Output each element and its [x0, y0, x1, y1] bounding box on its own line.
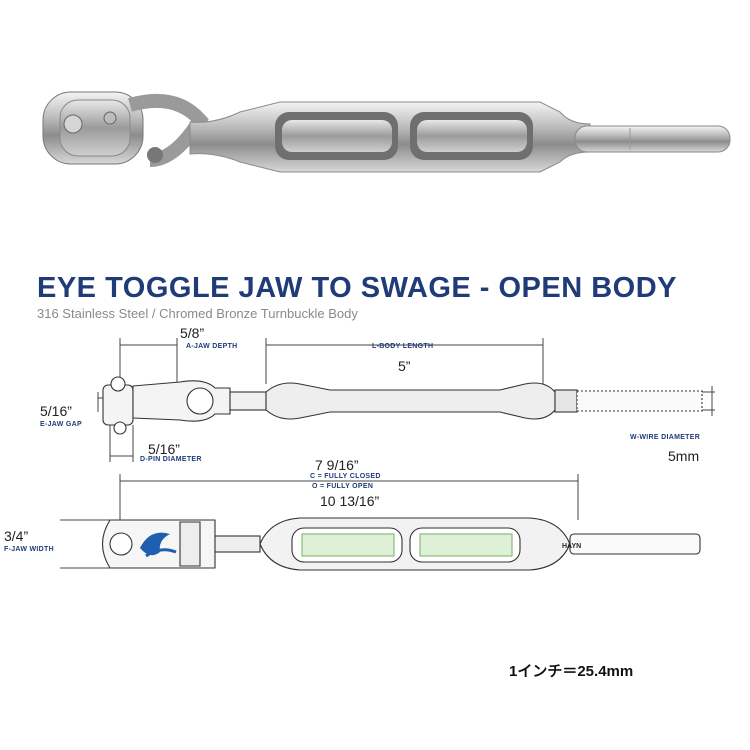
drawing-side-view [102, 376, 703, 435]
product-photo [42, 91, 731, 173]
dim-e-jaw-gap-label: E-JAW GAP [40, 421, 82, 428]
dim-f-jaw-width-label: F-JAW WIDTH [4, 546, 54, 553]
brand-mark: HAYN [562, 543, 581, 550]
dim-d-pin-diameter-value: 5/16” [148, 441, 180, 457]
dim-e-jaw-gap-value: 5/16” [40, 403, 72, 419]
dim-a-jaw-depth-value: 5/8” [180, 325, 205, 341]
dim-l-body-length-value: 5” [398, 358, 411, 374]
dim-fully-open-label: O = FULLY OPEN [312, 483, 374, 490]
dim-line-f-jaw-width [60, 519, 110, 569]
photo-toggle-jaw [42, 91, 209, 167]
page-title: EYE TOGGLE JAW TO SWAGE - OPEN BODY [37, 272, 678, 304]
dim-fully-closed-label: C = FULLY CLOSED [310, 473, 381, 480]
dim-line-l-body-length [265, 338, 544, 384]
drawing-top-view [101, 517, 701, 571]
photo-swage-stud [574, 125, 731, 153]
dim-f-jaw-width-value: 3/4” [4, 528, 29, 544]
photo-turnbuckle-body [189, 101, 591, 173]
dim-d-pin-diameter-label: D-PIN DIAMETER [140, 456, 202, 463]
dim-line-a-jaw-depth [119, 338, 178, 384]
dim-fully-open-value: 10 13/16” [320, 493, 380, 509]
dim-line-w-wire-diameter [702, 386, 715, 416]
conversion-note: 1インチ＝25.4mm [509, 663, 634, 680]
dim-l-body-length-label: L-BODY LENGTH [372, 343, 434, 350]
dim-line-fully-closed-open [119, 474, 579, 520]
dim-fully-closed-value: 7 9/16” [315, 457, 359, 473]
dim-line-d-pin-diameter [109, 425, 134, 462]
wave-logo [140, 532, 177, 558]
dim-a-jaw-depth-label: A-JAW DEPTH [186, 343, 238, 350]
dim-w-wire-diameter-value: 5mm [668, 448, 700, 464]
page-subtitle: 316 Stainless Steel / Chromed Bronze Tur… [37, 306, 358, 321]
dim-w-wire-diameter-label: W-WIRE DIAMETER [630, 434, 701, 441]
